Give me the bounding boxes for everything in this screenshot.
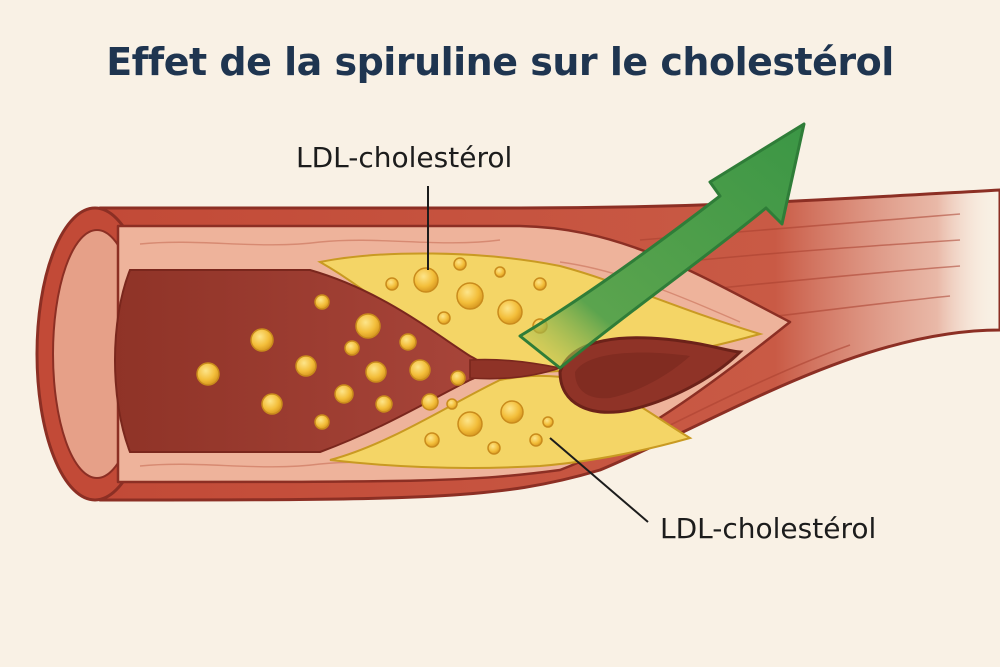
ldl-label-top: LDL-cholestérol [296, 141, 513, 174]
page-title: Effet de la spiruline sur le cholestérol [106, 40, 894, 84]
ldl-particles-lumen [196, 294, 466, 430]
leader-line-bottom [549, 437, 649, 523]
upward-arrow-icon [518, 122, 806, 370]
ldl-label-bottom: LDL-cholestérol [660, 512, 877, 545]
ldl-particles-plaque [385, 257, 554, 455]
